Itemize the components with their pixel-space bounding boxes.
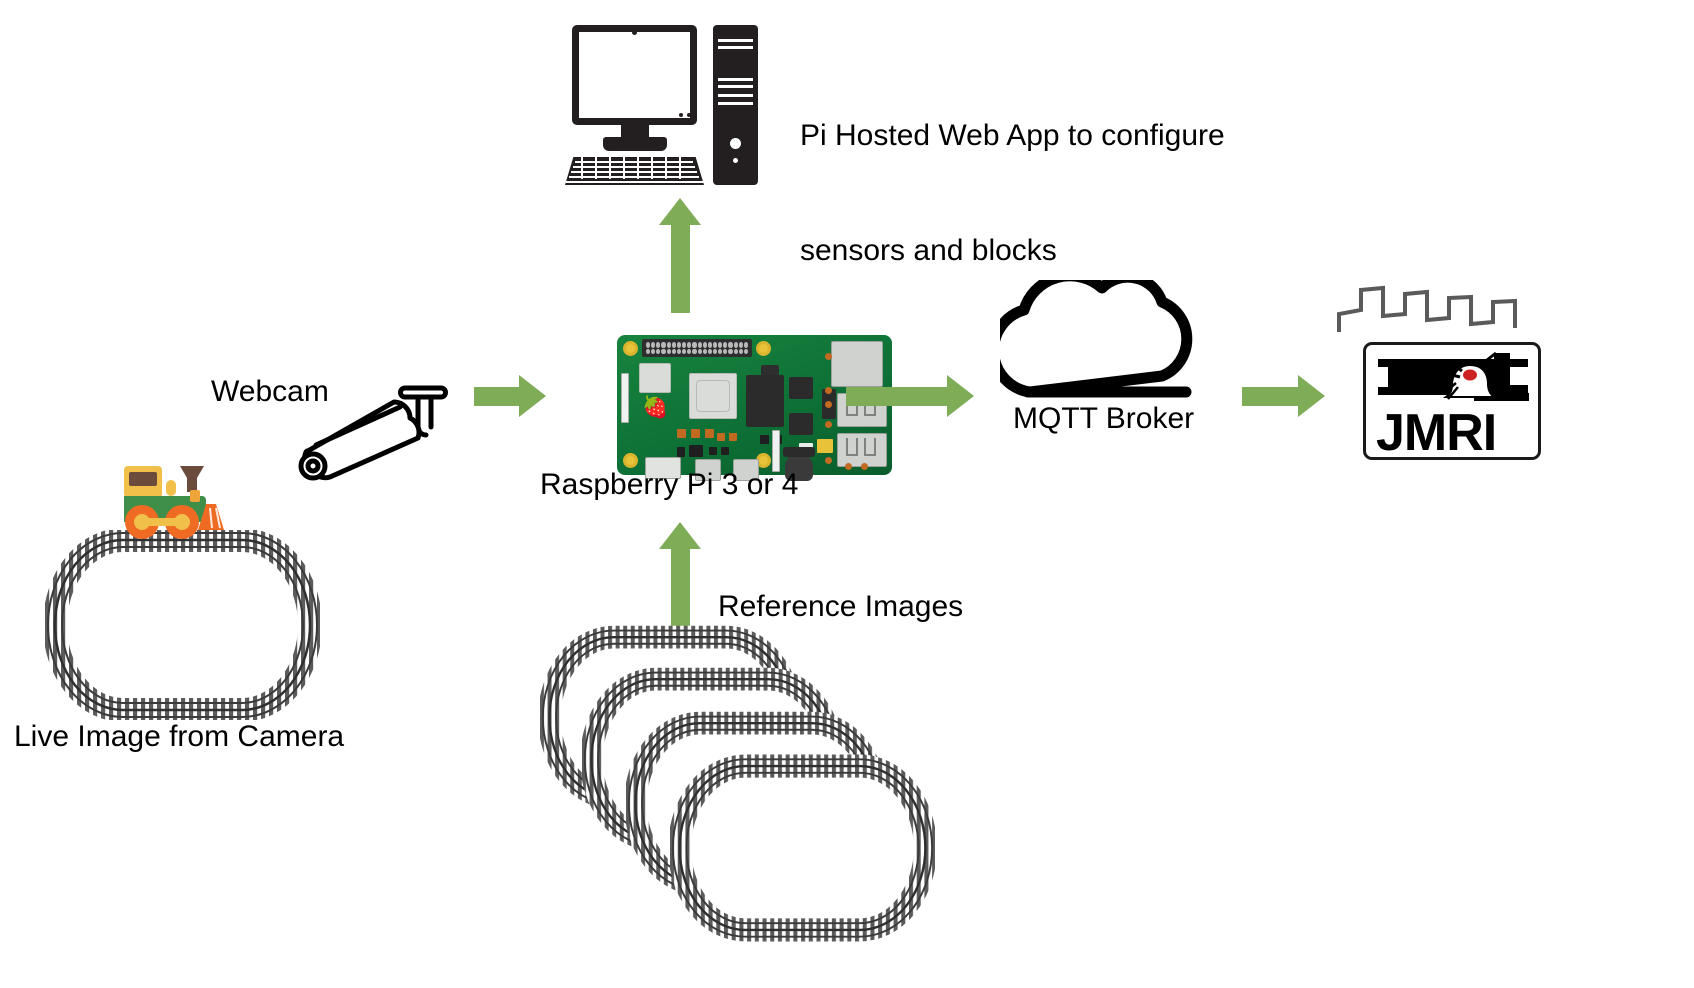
monitor-screen-icon (572, 25, 697, 125)
steam-locomotive-silhouette-icon (1378, 351, 1529, 401)
square-wave-icon (1337, 285, 1517, 332)
jmri-wordmark: JMRI (1376, 404, 1497, 460)
desktop-computer-icon (565, 15, 780, 185)
reference-images-label: Reference Images (718, 590, 964, 623)
monitor-led2-icon (687, 113, 691, 117)
arrow-mqtt-to-jmri (1242, 375, 1332, 419)
raspberry-pi-label: Raspberry Pi 3 or 4 (540, 468, 799, 501)
cloud-icon (1000, 280, 1193, 398)
raspberry-pi-board-icon: 🍓 (617, 335, 892, 481)
web-app-label-line2: sensors and blocks (800, 233, 1057, 267)
stacked-train-track-loops-icon (540, 620, 960, 980)
computer-tower-icon (713, 25, 758, 185)
monitor-led-icon (679, 113, 683, 117)
toy-steam-locomotive-icon (124, 466, 224, 539)
live-image-label: Live Image from Camera (14, 720, 345, 753)
jmri-logo-icon: JMRI (1325, 280, 1541, 470)
mqtt-broker-label: MQTT Broker (1013, 402, 1195, 435)
monitor-neck-icon (621, 125, 649, 137)
arrow-webcam-to-pi (474, 375, 546, 419)
webcam-label: Webcam (211, 375, 329, 408)
train-track-loop-icon (43, 528, 322, 722)
security-camera-icon (298, 385, 448, 481)
arrow-pi-to-webapp (659, 198, 703, 313)
reference-loop-4 (670, 754, 935, 942)
monitor-camera-dot-icon (632, 30, 637, 35)
keyboard-icon (565, 157, 704, 185)
jmri-logo-box: JMRI (1363, 342, 1541, 460)
monitor-base-icon (603, 137, 667, 151)
web-app-label: Pi Hosted Web App to configure sensors a… (800, 40, 1320, 347)
web-app-label-line1: Pi Hosted Web App to configure (800, 118, 1225, 152)
arrow-refimages-to-pi (659, 522, 703, 627)
arrow-pi-to-mqtt (846, 375, 976, 419)
